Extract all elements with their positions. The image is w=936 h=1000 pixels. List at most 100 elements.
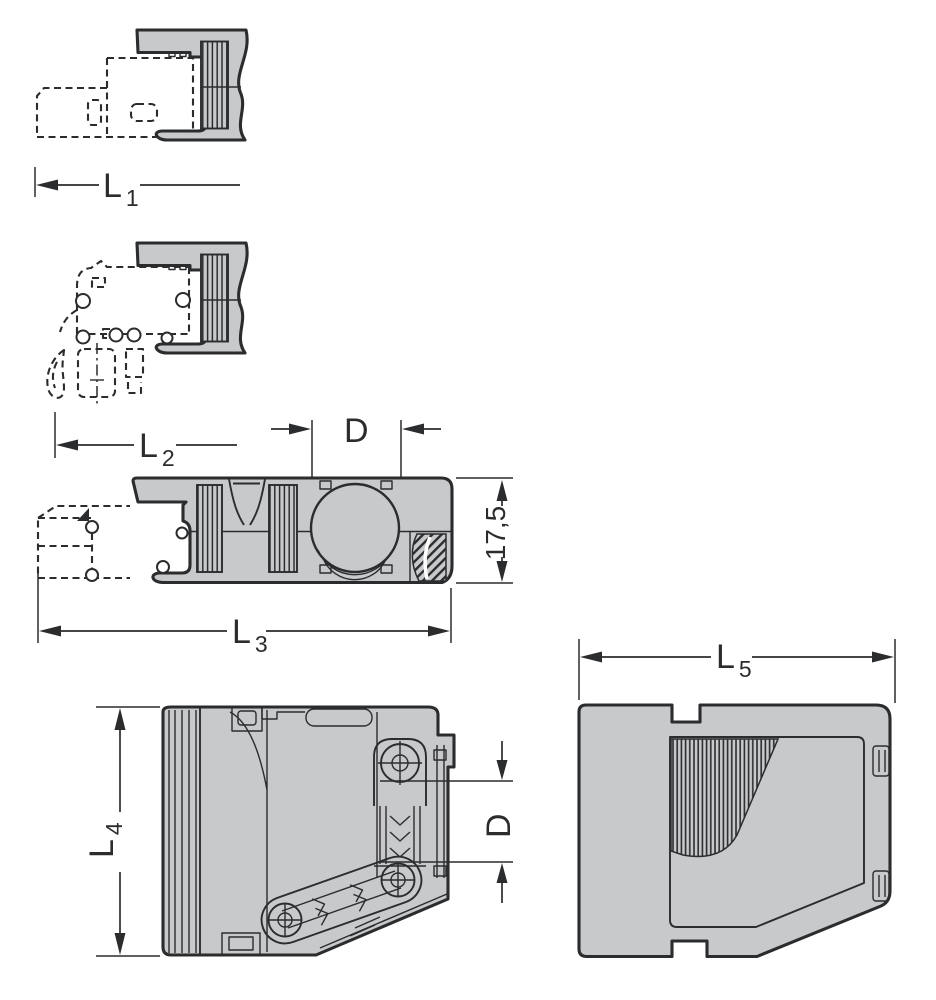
housing-section xyxy=(135,28,249,142)
contact-hatch-block-b xyxy=(268,484,298,573)
inner-panel xyxy=(669,736,865,928)
clamp-slit xyxy=(423,536,432,580)
tab xyxy=(319,480,332,490)
l5-arrow-left xyxy=(580,651,602,663)
screw-point xyxy=(175,292,191,308)
tab xyxy=(380,564,393,574)
cable-entry-circle xyxy=(309,482,401,574)
dim-label-d-side: D xyxy=(480,813,518,838)
cable-entry-tabs xyxy=(319,480,393,574)
l3-sub: 3 xyxy=(255,631,268,657)
top-edge-details xyxy=(231,706,373,732)
bar-chevrons-b xyxy=(349,884,367,912)
l3-base: L xyxy=(232,613,251,651)
l4-arrow-up xyxy=(114,708,126,730)
screw-center xyxy=(277,912,293,928)
d-arrow-right xyxy=(402,423,424,435)
housing-top-view xyxy=(131,476,454,585)
l3-arrow-right xyxy=(428,625,450,637)
housing-front xyxy=(161,705,456,957)
d-arrow-left xyxy=(289,423,311,435)
screw-point xyxy=(175,526,189,540)
dim-label-17-5: 17,5 xyxy=(480,506,511,561)
lever-inner-dash xyxy=(51,361,58,389)
tab xyxy=(319,564,332,574)
front-face-ribs xyxy=(168,710,197,953)
screw-cross xyxy=(378,741,422,785)
l5-sub: 5 xyxy=(739,656,752,682)
top-tab-hole xyxy=(237,710,257,726)
top-step xyxy=(261,707,305,720)
spring-ribs xyxy=(374,806,426,867)
screw-point xyxy=(126,327,142,343)
contact-hatch-region xyxy=(670,738,780,858)
plug-top-dashes xyxy=(37,504,130,519)
l5-arrow-right xyxy=(872,651,894,663)
bar-chevrons-a xyxy=(311,898,329,926)
screw-point xyxy=(75,329,91,345)
screw-point xyxy=(160,331,174,345)
plug-body-dashes xyxy=(35,56,195,139)
view-top: D xyxy=(36,412,513,657)
dim-d-side: D xyxy=(380,741,518,903)
l5-base: L xyxy=(716,638,735,676)
housing-outline xyxy=(161,705,456,957)
h-arrow-down xyxy=(496,561,508,582)
screw-point xyxy=(108,327,124,343)
l2-base: L xyxy=(139,427,158,465)
screw-point xyxy=(75,293,91,309)
d-arrow-down xyxy=(496,760,508,780)
tab xyxy=(380,480,393,490)
plug-dashed-outline xyxy=(36,504,130,582)
dim-17-5: 17,5 xyxy=(456,477,513,584)
dim-label-l4: L4 xyxy=(83,822,127,858)
view-front-shell: L4 D xyxy=(83,705,518,957)
bottom-edge-details xyxy=(221,893,448,956)
plug-dashed-outline xyxy=(35,56,195,139)
plug-slot-dashes xyxy=(86,98,103,127)
slot-lines xyxy=(878,750,886,772)
l4-sub: 4 xyxy=(101,822,127,835)
l3-arrow-left xyxy=(39,625,61,637)
slot-lines xyxy=(878,875,886,897)
dim-label-d-top: D xyxy=(344,412,369,450)
l1-arrow-left xyxy=(36,179,58,191)
l4-base: L xyxy=(83,839,121,858)
plug-detail-rect xyxy=(90,276,107,289)
contact-hatch-block xyxy=(200,40,229,130)
clamp-hook xyxy=(126,382,143,395)
panel-lines xyxy=(229,710,378,952)
screw-cross xyxy=(381,863,415,897)
l1-sub: 1 xyxy=(126,185,139,211)
l1-base: L xyxy=(103,167,122,205)
contact-hatch-block-a xyxy=(196,484,223,573)
screw-center xyxy=(391,754,409,772)
h-arrow-up xyxy=(496,480,508,501)
slot-frame xyxy=(872,870,890,902)
rail-clip xyxy=(433,865,447,877)
clamp-part-b xyxy=(124,347,145,379)
side-rail xyxy=(436,745,445,878)
housing-section-copy xyxy=(135,241,249,355)
latch-hook xyxy=(77,508,89,521)
bar-outline xyxy=(260,855,423,945)
l2-sub: 2 xyxy=(162,445,175,471)
bottom-tab xyxy=(221,932,261,956)
slot-frame xyxy=(872,745,890,777)
screw-point xyxy=(156,560,170,574)
lever-dashes xyxy=(46,309,78,399)
l4-arrow-down xyxy=(114,933,126,955)
bar-inner-lines xyxy=(281,870,402,929)
screw-point xyxy=(85,568,99,582)
shell-half xyxy=(577,703,892,959)
